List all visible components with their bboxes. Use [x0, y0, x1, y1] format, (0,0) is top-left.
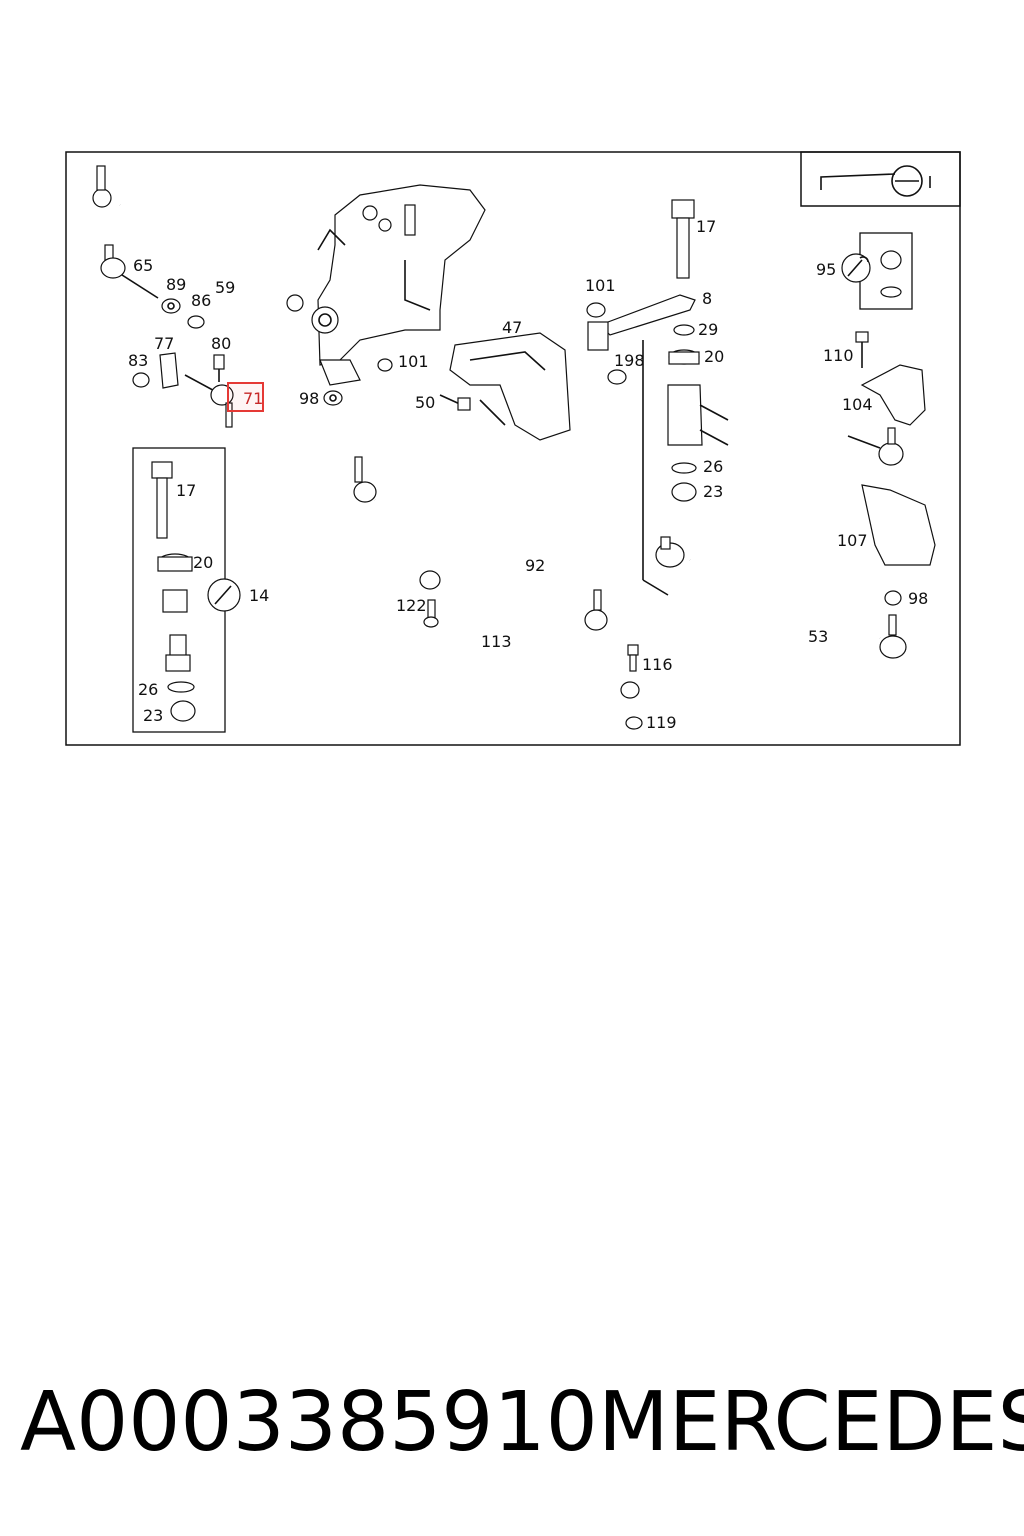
- nut-98-left: [323, 390, 343, 406]
- bushing-sleeve: [162, 589, 191, 672]
- nut-83: [132, 372, 150, 388]
- label-65: 65: [133, 256, 153, 275]
- label-198: 198: [614, 351, 645, 370]
- bracket-47: [449, 332, 571, 441]
- label-29: 29: [698, 320, 718, 339]
- label-98-left: 98: [299, 389, 319, 408]
- label-95: 95: [816, 260, 836, 279]
- label-98-right: 98: [908, 589, 928, 608]
- nut-89: [161, 298, 181, 314]
- label-89: 89: [166, 275, 186, 294]
- label-101-left: 101: [398, 352, 429, 371]
- label-83: 83: [128, 351, 148, 370]
- bolt-80: [213, 354, 225, 382]
- tie-rod-59: [92, 165, 304, 312]
- label-59: 59: [215, 278, 235, 297]
- label-23-lower: 23: [143, 706, 163, 725]
- nut-198: [607, 369, 627, 385]
- nut-23-lower: [170, 700, 196, 722]
- label-107: 107: [837, 531, 868, 550]
- washer-26-upper: [671, 462, 697, 474]
- steering-gearbox: [311, 184, 486, 386]
- steering-icon: [800, 151, 961, 207]
- bushing-20-upper: [668, 349, 700, 365]
- label-113: 113: [481, 632, 512, 651]
- washer-26-lower: [167, 681, 195, 693]
- nut-101-right: [586, 302, 606, 318]
- label-17-lower: 17: [176, 481, 196, 500]
- label-14: 14: [249, 586, 269, 605]
- footer: A0003385910 MERCEDES: [0, 1368, 1024, 1478]
- idler-arm-8: [587, 294, 696, 351]
- label-26-upper: 26: [703, 457, 723, 476]
- label-47: 47: [502, 318, 522, 337]
- label-80: 80: [211, 334, 231, 353]
- label-71: 71: [243, 389, 263, 408]
- bolt-17-upper: [671, 199, 695, 279]
- washer-29: [673, 324, 695, 336]
- highlight-box-71: [227, 382, 264, 412]
- label-101-right: 101: [585, 276, 616, 295]
- diagram-frame: [65, 151, 961, 746]
- label-53: 53: [808, 627, 828, 646]
- wrench-icon-14: [207, 578, 241, 612]
- washer-86: [187, 315, 205, 329]
- label-50: 50: [415, 393, 435, 412]
- callout-labels: 17 101 8 29 198 20 95 110 104 65 89 59 8…: [128, 217, 928, 732]
- tie-rod-53: [655, 536, 907, 659]
- bolt-17-lower: [151, 461, 173, 539]
- tie-rod-end-71: [184, 374, 234, 428]
- brand-name: MERCEDES: [598, 1375, 1024, 1470]
- drag-link-92: [353, 456, 608, 631]
- label-77: 77: [154, 334, 174, 353]
- label-26-lower: 26: [138, 680, 158, 699]
- shield-104: [860, 364, 926, 426]
- tie-rod-end-65: [100, 244, 159, 299]
- bolt-116: [627, 644, 639, 672]
- screw-110: [855, 331, 869, 368]
- bushing-20-lower: [157, 553, 193, 572]
- label-20-upper: 20: [704, 347, 724, 366]
- part-number: A0003385910: [20, 1375, 598, 1470]
- clamp-77: [159, 352, 179, 389]
- label-104: 104: [842, 395, 873, 414]
- nut-119: [625, 716, 643, 730]
- idler-bracket: [642, 340, 729, 596]
- parts-diagram: 17 101 8 29 198 20 95 110 104 65 89 59 8…: [65, 151, 961, 746]
- label-17-upper: 17: [696, 217, 716, 236]
- bolt-50: [439, 394, 471, 411]
- label-119: 119: [646, 713, 677, 732]
- damper-113: [419, 570, 640, 699]
- nut-101-upper: [377, 358, 393, 372]
- nut-23-upper: [671, 482, 697, 502]
- label-23-upper: 23: [703, 482, 723, 501]
- label-92: 92: [525, 556, 545, 575]
- label-20-lower: 20: [193, 553, 213, 572]
- label-110: 110: [823, 346, 854, 365]
- label-116: 116: [642, 655, 673, 674]
- guard-107: [861, 484, 936, 566]
- label-86: 86: [191, 291, 211, 310]
- ball-joint-kit-95: [880, 250, 902, 298]
- nut-98-right: [884, 590, 902, 606]
- wrench-icon-95: [841, 253, 871, 283]
- tie-rod-end-right: [847, 427, 904, 466]
- label-8: 8: [702, 289, 712, 308]
- bolt-122: [423, 599, 439, 628]
- label-122: 122: [396, 596, 427, 615]
